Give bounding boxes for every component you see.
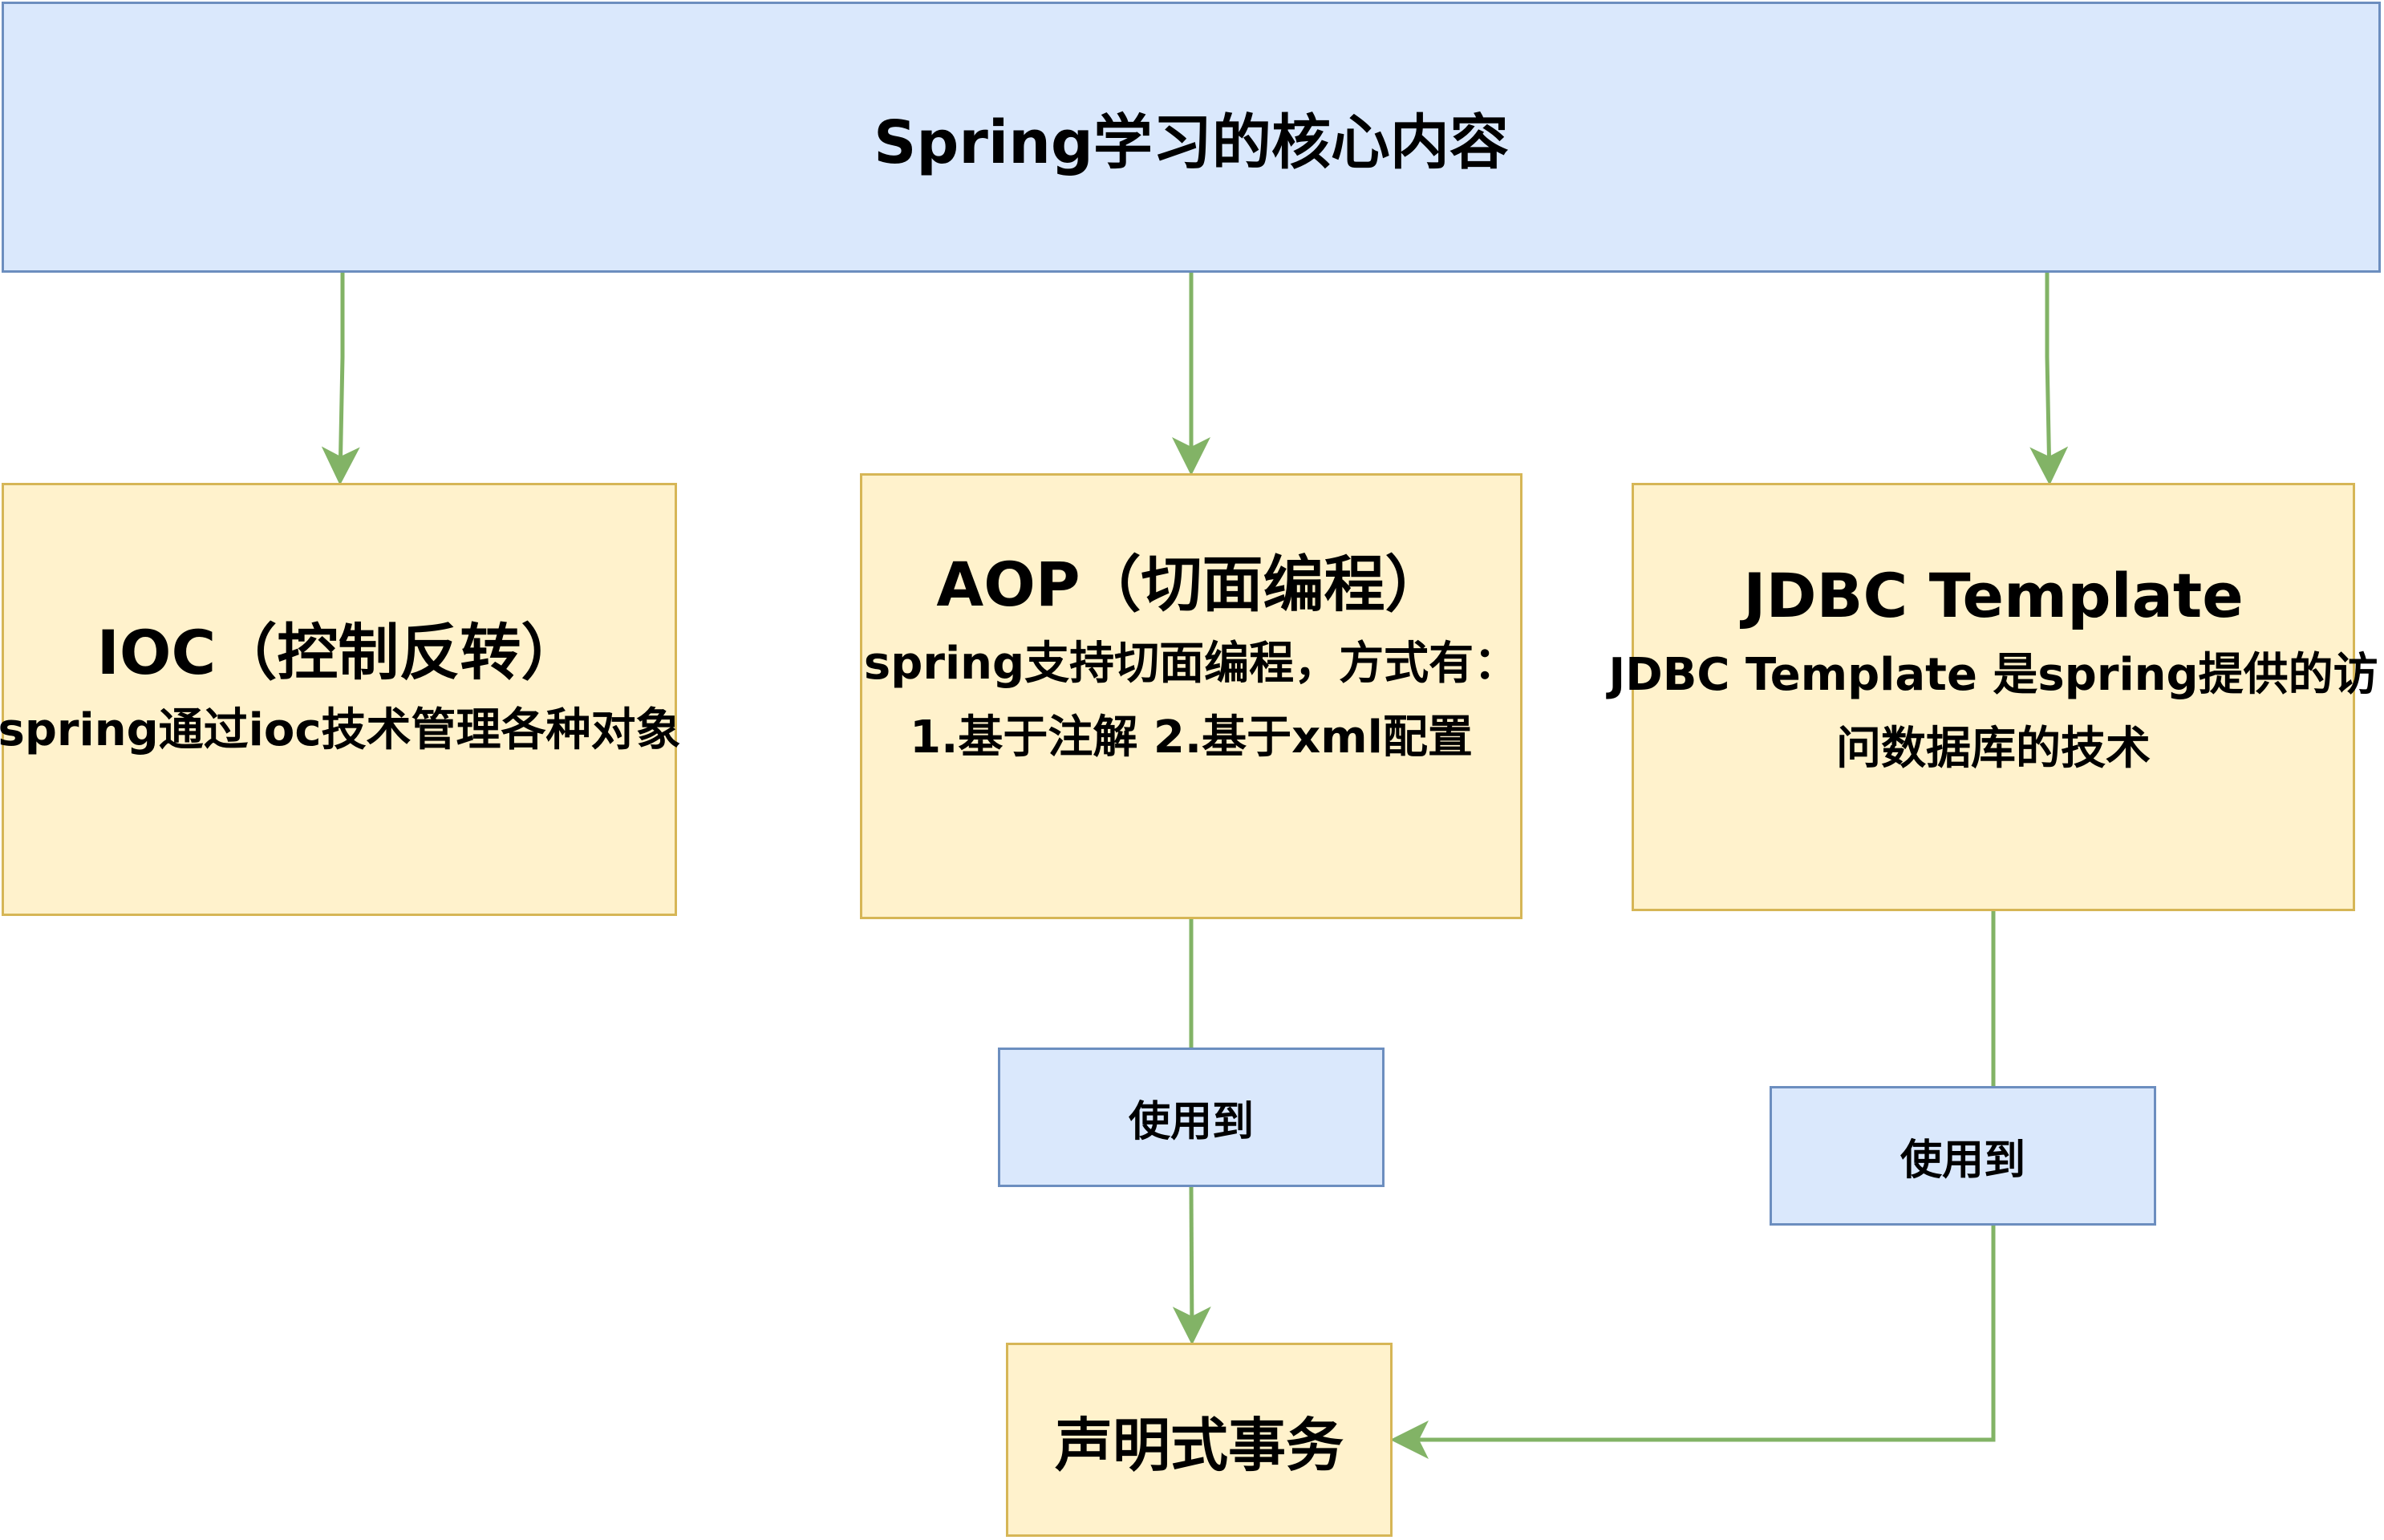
- jdbc-template-description-line1: JDBC Template 是spring提供的访: [1608, 648, 2378, 701]
- declarative-transaction-label: 声明式事务: [1054, 1411, 1344, 1479]
- ioc-description: spring通过ioc技术管理各种对象: [0, 703, 681, 756]
- declarative-transaction-box: 声明式事务: [1006, 1343, 1393, 1537]
- ioc-title: IOC（控制反转）: [96, 616, 582, 688]
- arrow-uses-to-transaction-jdbc: [1390, 1226, 1996, 1459]
- aop-box: AOP（切面编程） spring支持切面编程，方式有： 1.基于注解 2.基于x…: [860, 473, 1522, 919]
- uses-label-aop: 使用到: [998, 1048, 1385, 1187]
- aop-description-line2: 1.基于注解 2.基于xml配置: [910, 711, 1473, 764]
- uses-label-jdbc-text: 使用到: [1899, 1136, 2025, 1185]
- jdbc-template-description-line2: 问数据库的技术: [1836, 722, 2151, 775]
- ioc-box: IOC（控制反转） spring通过ioc技术管理各种对象: [0, 483, 681, 916]
- arrow-title-to-jdbc: [2029, 273, 2069, 485]
- uses-label-jdbc: 使用到: [1770, 1086, 2156, 1226]
- diagram-title-box: Spring学习的核心内容: [2, 2, 2381, 273]
- uses-label-aop-text: 使用到: [1128, 1097, 1254, 1146]
- diagram-title: Spring学习的核心内容: [874, 107, 1509, 177]
- aop-description-line1: spring支持切面编程，方式有：: [863, 637, 1519, 690]
- arrow-uses-to-transaction: [1172, 1186, 1211, 1345]
- arrow-title-to-ioc: [321, 273, 360, 485]
- aop-title: AOP（切面编程）: [936, 548, 1446, 620]
- jdbc-template-box: JDBC Template JDBC Template 是spring提供的访 …: [1608, 483, 2378, 911]
- jdbc-template-title: JDBC Template: [1743, 559, 2244, 631]
